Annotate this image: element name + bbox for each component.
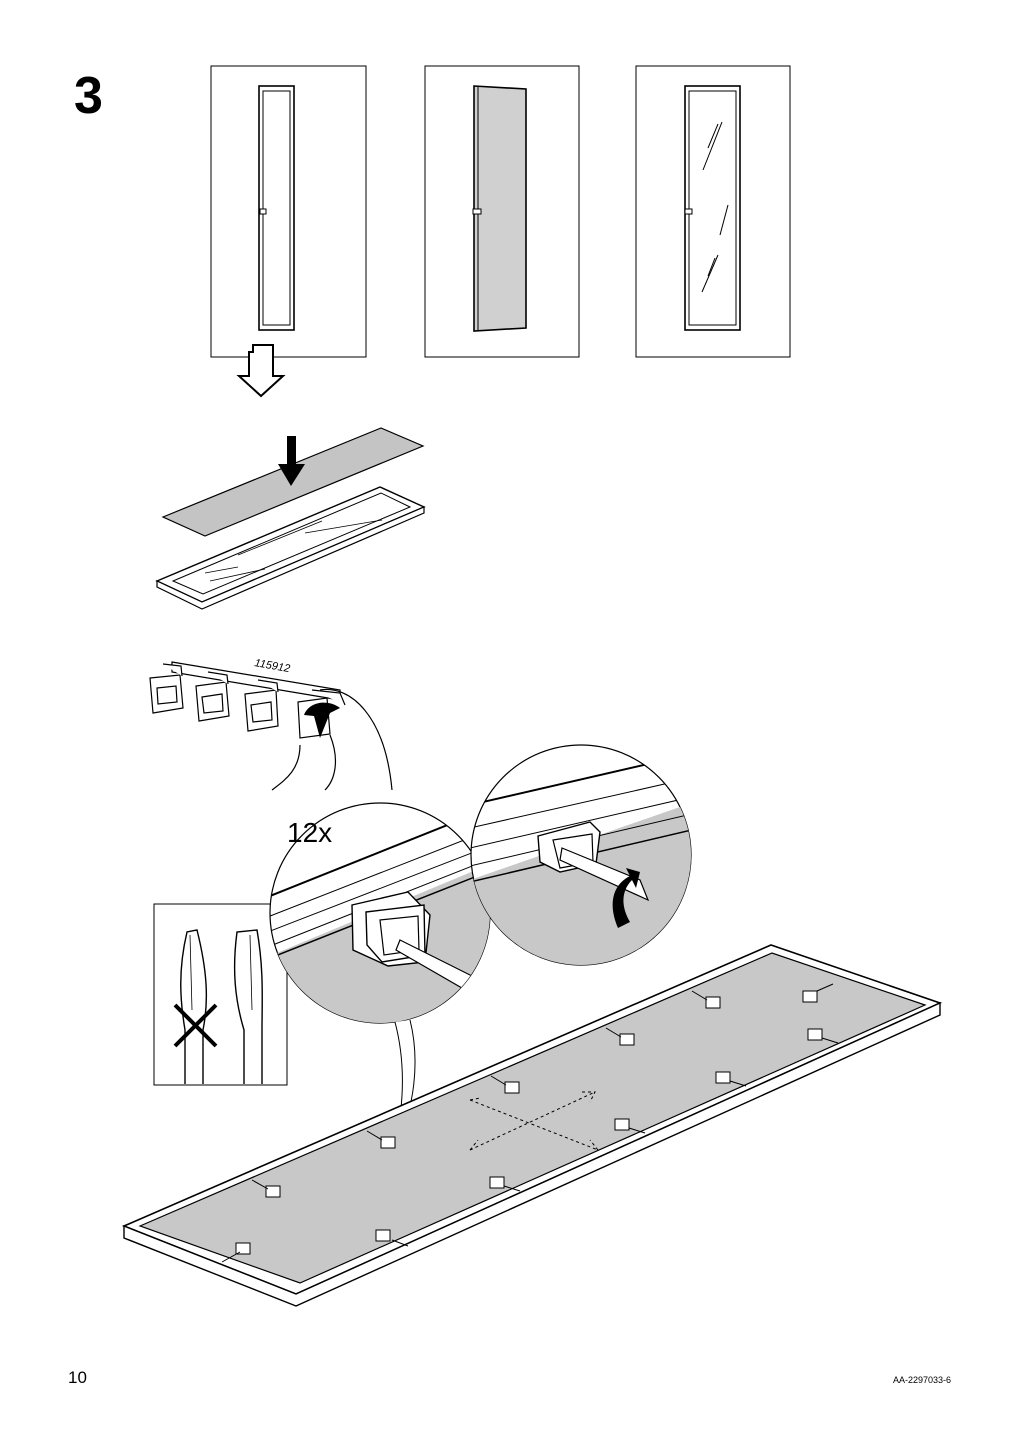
panel-insert-illustration xyxy=(155,427,426,610)
part-number: 115912 xyxy=(253,657,290,675)
option-box-mirror xyxy=(210,65,367,358)
detail-circle-left xyxy=(269,802,491,1024)
quantity-label: 12x xyxy=(287,817,332,848)
screwdriver-warning-box xyxy=(153,903,288,1086)
clip-part xyxy=(244,679,279,732)
clip-part xyxy=(149,663,184,714)
clip-part xyxy=(195,671,230,722)
mounting-clips xyxy=(221,983,839,1263)
hollow-arrow-icon xyxy=(236,344,286,398)
option-box-glass xyxy=(635,65,791,358)
page-number: 10 xyxy=(68,1368,87,1387)
option-box-panel xyxy=(424,65,580,358)
door-frame xyxy=(121,944,943,1307)
clip-strip-illustration xyxy=(149,661,393,791)
down-arrow-icon xyxy=(278,436,305,486)
rotate-arrow-icon xyxy=(304,702,340,738)
rotate-up-arrow-icon xyxy=(612,868,640,928)
step-number: 3 xyxy=(74,67,103,125)
detail-circle-right xyxy=(470,744,692,966)
document-code: AA-2297033-6 xyxy=(893,1375,952,1385)
cross-mark-icon xyxy=(173,1003,218,1048)
